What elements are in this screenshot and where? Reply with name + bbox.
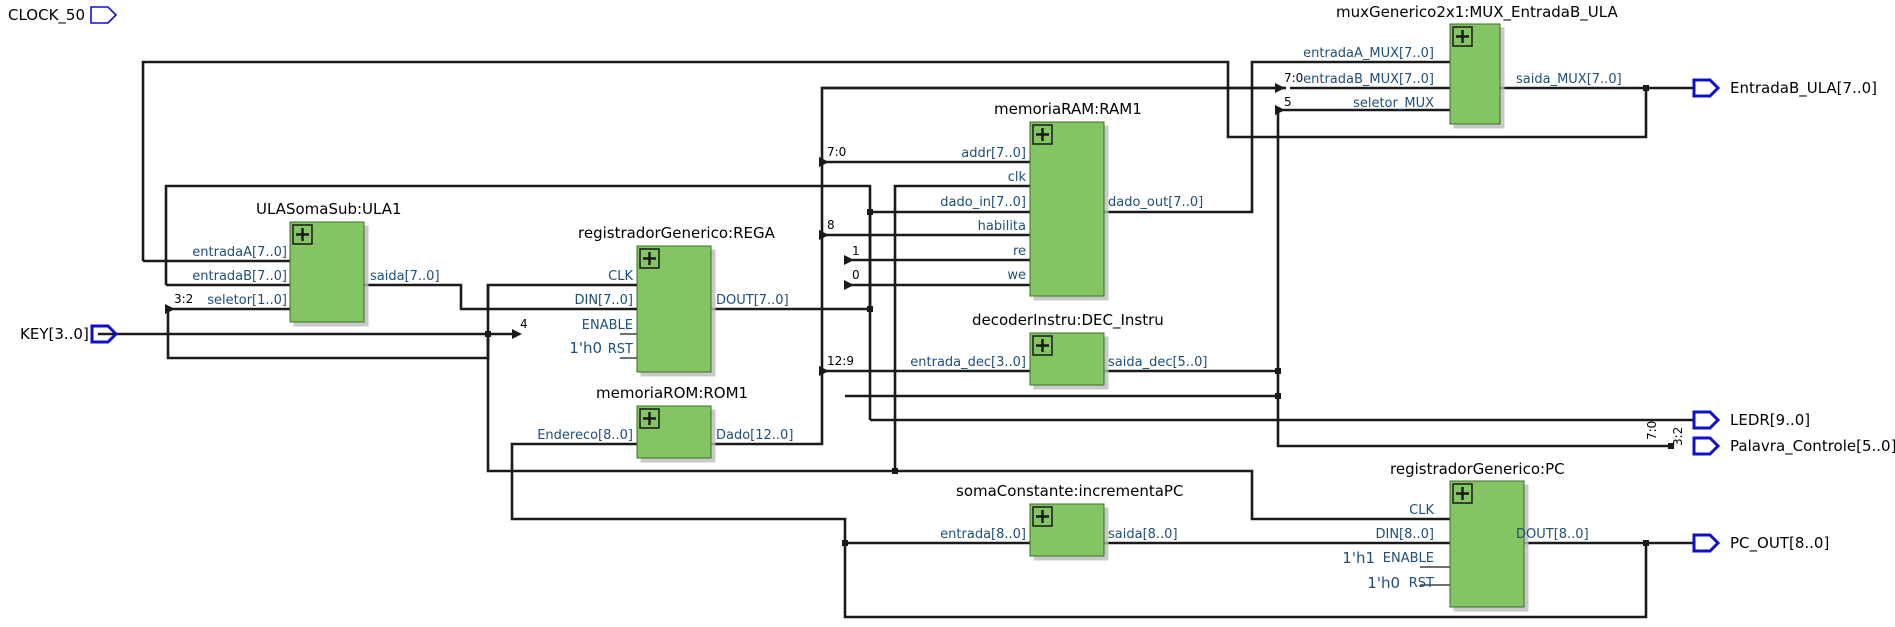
block-ram-title: memoriaRAM:RAM1 [994, 100, 1142, 118]
wire-rega-dout [700, 210, 1040, 311]
block-rom[interactable]: memoriaROM:ROM1 Endereco[8..0] Dado[12..… [537, 384, 793, 459]
wire-rom-endereco [510, 442, 847, 543]
port-ram-dado-in: dado_in[7..0] [940, 195, 1026, 210]
wire-clk-ram [893, 184, 1040, 471]
bus-label-mux-sel: 5 [1284, 95, 1292, 109]
block-decoder-title: decoderInstru:DEC_Instru [972, 311, 1164, 330]
bus-label-ledr-b: 3:2 [1671, 427, 1685, 446]
wire-ula-a-loop [141, 60, 1648, 261]
block-ula[interactable]: ULASomaSub:ULA1 entradaA[7..0] entradaB[… [192, 200, 440, 323]
const-pc-rst: 1'h0 [1367, 574, 1400, 592]
port-inc-entrada: entrada[8..0] [940, 527, 1026, 542]
port-mux-entradab: entradaB_MUX[7..0] [1303, 72, 1434, 87]
wire-mux-sel [1276, 108, 1450, 371]
expand-icon[interactable] [639, 408, 660, 429]
port-mux-entradaa: entradaA_MUX[7..0] [1303, 46, 1434, 61]
output-pin-entradab-ula-label: EntradaB_ULA[7..0] [1730, 79, 1877, 98]
block-rega-title: registradorGenerico:REGA [578, 224, 776, 242]
output-pin-ledr[interactable]: LEDR[9..0] [1692, 410, 1810, 430]
port-ram-clk: clk [1008, 170, 1027, 185]
block-incrementa-pc[interactable]: somaConstante:incrementaPC entrada[8..0]… [940, 482, 1183, 557]
block-rega[interactable]: registradorGenerico:REGA CLK DIN[7..0] E… [569, 224, 789, 373]
port-pc-enable: ENABLE [1383, 551, 1434, 566]
port-rega-enable: ENABLE [582, 318, 633, 333]
port-ram-habilita: habilita [978, 219, 1026, 234]
expand-icon[interactable] [292, 224, 313, 245]
port-dec-entrada: entrada_dec[3..0] [910, 355, 1026, 370]
output-pin-pc-out[interactable]: PC_OUT[8..0] [1692, 533, 1829, 553]
input-pin-key[interactable]: KEY[3..0] [20, 324, 119, 344]
port-ram-re: re [1013, 244, 1026, 259]
expand-icon[interactable] [1032, 506, 1053, 527]
expand-icon[interactable] [639, 248, 660, 269]
port-rom-dado: Dado[12..0] [716, 428, 793, 443]
port-dec-saida: saida_dec[5..0] [1108, 355, 1207, 370]
wire-ram-dout [1090, 60, 1450, 214]
port-inc-saida: saida[8..0] [1108, 527, 1178, 542]
port-ram-addr: addr[7..0] [961, 146, 1026, 161]
block-pc[interactable]: registradorGenerico:PC CLK DIN[8..0] ENA… [1342, 460, 1589, 608]
input-pin-clock[interactable]: CLOCK_50 [8, 6, 118, 25]
port-mux-saida: saida_MUX[7..0] [1516, 72, 1622, 87]
output-pin-palavra-controle-label: Palavra_Controle[5..0] [1730, 437, 1895, 456]
bus-label-rega-en: 4 [520, 317, 528, 331]
port-ula-seletor: seletor[1..0] [207, 293, 287, 308]
bus-label-ram-hab: 8 [827, 218, 835, 232]
bus-label-dec-in: 12:9 [827, 354, 854, 368]
expand-icon[interactable] [1452, 483, 1473, 504]
port-pc-dout: DOUT[8..0] [1516, 527, 1589, 542]
bus-label-ula-sel: 3:2 [174, 292, 193, 306]
output-pin-palavra-controle[interactable]: Palavra_Controle[5..0] [1692, 436, 1895, 456]
const-rega-rst: 1'h0 [569, 339, 602, 357]
port-ula-entradab: entradaB[7..0] [192, 269, 287, 284]
expand-icon[interactable] [1032, 335, 1053, 356]
bus-label-ram-addr: 7:0 [827, 145, 846, 159]
wire-ctrl [1276, 371, 1670, 448]
block-rom-title: memoriaROM:ROM1 [596, 384, 748, 402]
block-decoder[interactable]: decoderInstru:DEC_Instru entrada_dec[3..… [910, 311, 1207, 386]
output-pin-ledr-label: LEDR[9..0] [1730, 411, 1810, 429]
block-ula-title: ULASomaSub:ULA1 [256, 200, 402, 218]
bus-label-mux-b: 7:0 [1284, 71, 1303, 85]
block-mux-entradab-ula[interactable]: muxGenerico2x1:MUX_EntradaB_ULA entradaA… [1303, 3, 1622, 125]
port-rega-dout: DOUT[7..0] [716, 293, 789, 308]
port-mux-seletor: seletor_MUX [1353, 96, 1434, 111]
port-rom-endereco: Endereco[8..0] [537, 428, 633, 443]
block-inc-title: somaConstante:incrementaPC [956, 482, 1183, 500]
port-pc-clk: CLK [1409, 503, 1434, 518]
bus-label-ram-we: 0 [852, 268, 860, 282]
output-pin-pc-out-label: PC_OUT[8..0] [1730, 534, 1829, 553]
port-pc-din: DIN[8..0] [1375, 527, 1434, 542]
bus-label-ram-re: 1 [852, 244, 860, 258]
expand-icon[interactable] [1452, 26, 1473, 47]
output-pin-entradab-ula[interactable]: EntradaB_ULA[7..0] [1692, 78, 1877, 98]
wire-ula-saida [350, 283, 648, 311]
const-pc-enable: 1'h1 [1342, 549, 1375, 567]
block-mux-title: muxGenerico2x1:MUX_EntradaB_ULA [1336, 3, 1618, 22]
input-pin-clock-label: CLOCK_50 [8, 6, 85, 25]
block-ram[interactable]: memoriaRAM:RAM1 addr[7..0] clk dado_in[7… [940, 100, 1203, 297]
port-rega-din: DIN[7..0] [574, 293, 633, 308]
port-pc-rst: RST [1409, 576, 1434, 591]
expand-icon[interactable] [1032, 124, 1053, 145]
port-ula-entradaa: entradaA[7..0] [192, 245, 287, 260]
port-ula-saida: saida[7..0] [370, 269, 440, 284]
wire-pc-loop [843, 543, 1648, 619]
wires [98, 60, 1694, 619]
port-ram-dado-out: dado_out[7..0] [1108, 195, 1203, 210]
port-rega-clk: CLK [608, 269, 633, 284]
port-ram-we: we [1007, 268, 1026, 283]
wire-rom-dado [700, 86, 1286, 446]
wire-clk-down [486, 285, 1450, 521]
block-pc-title: registradorGenerico:PC [1390, 460, 1565, 478]
port-rega-rst: RST [608, 342, 633, 357]
input-pin-key-label: KEY[3..0] [20, 325, 89, 343]
bus-label-ledr-a: 7:0 [1645, 421, 1659, 440]
